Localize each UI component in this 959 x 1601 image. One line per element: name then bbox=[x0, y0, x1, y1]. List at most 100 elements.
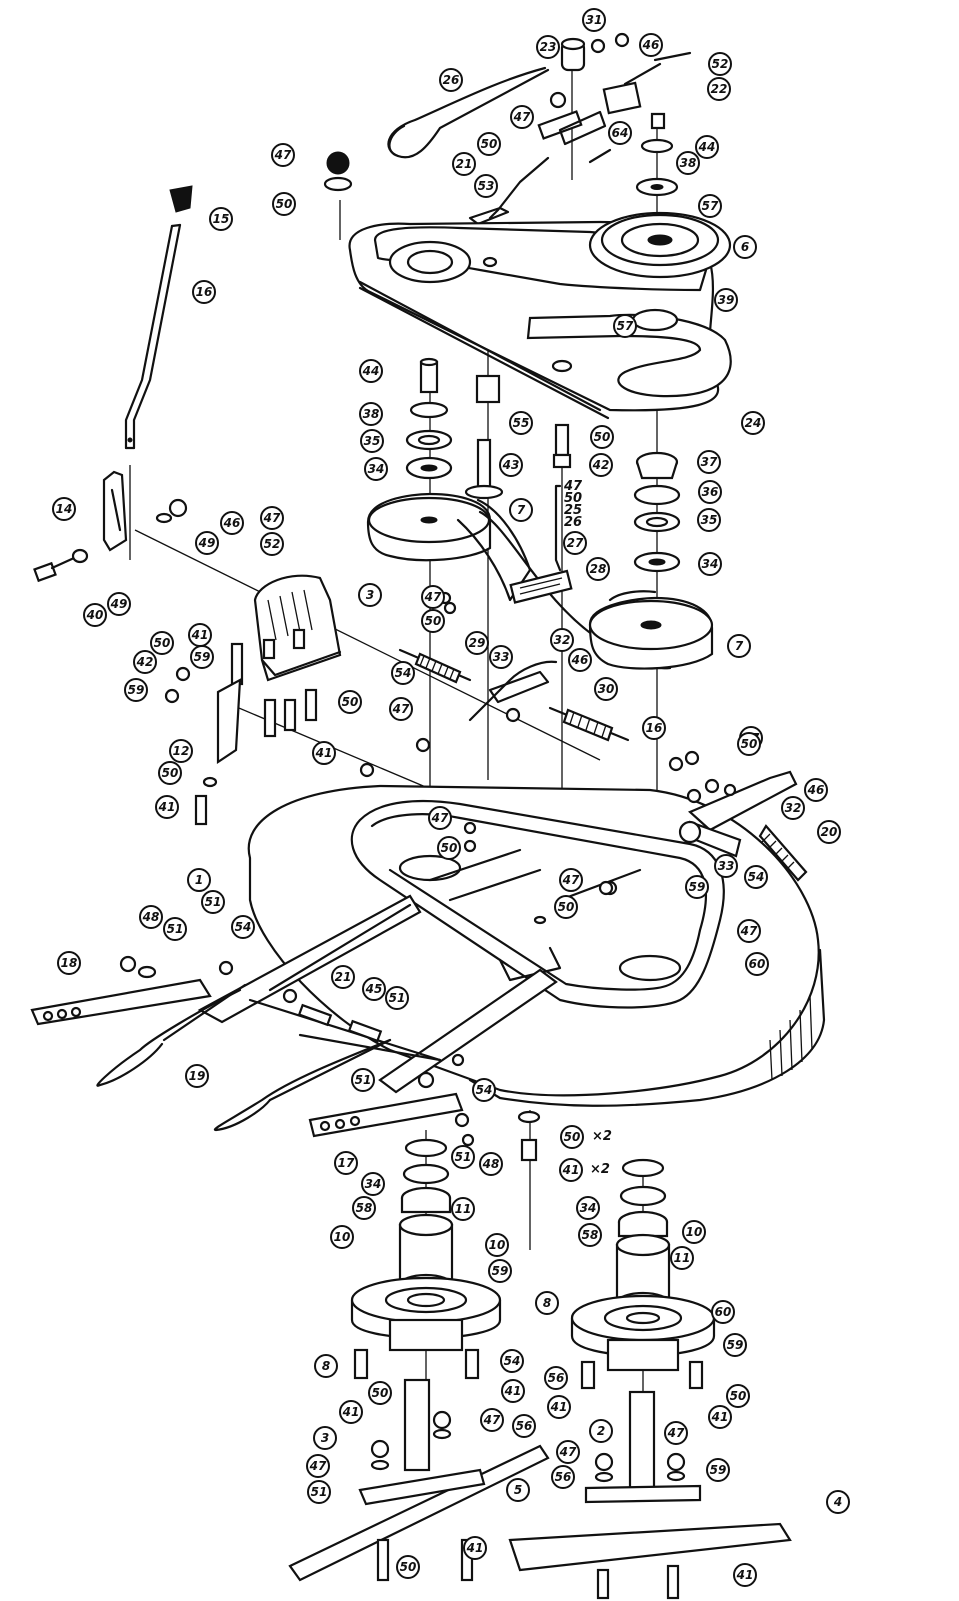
callout-circle bbox=[733, 1563, 757, 1587]
callout-label: 17 bbox=[338, 1156, 355, 1170]
callout-circle bbox=[589, 453, 613, 477]
callout-circle bbox=[563, 531, 587, 555]
callout-circle bbox=[697, 508, 721, 532]
callout-circle bbox=[544, 1366, 568, 1390]
callout-balloon: 34 bbox=[576, 1196, 600, 1220]
callout-circle bbox=[781, 796, 805, 820]
callout-circle bbox=[550, 628, 574, 652]
callout-balloon: 28 bbox=[586, 557, 610, 581]
callout-circle bbox=[697, 450, 721, 474]
callout-label: 46 bbox=[571, 653, 589, 667]
callout-balloon: 50 bbox=[590, 425, 614, 449]
callout-circle bbox=[695, 135, 719, 159]
callout-label: 50 bbox=[441, 841, 458, 855]
callout-balloon: 56 bbox=[544, 1366, 568, 1390]
callout-label: 49 bbox=[198, 536, 216, 550]
callout-label: 36 bbox=[702, 485, 719, 499]
callout-circle bbox=[331, 965, 355, 989]
callout-balloon: 47 bbox=[480, 1408, 504, 1432]
callout-label: 16 bbox=[196, 285, 213, 299]
callout-balloon: 41 bbox=[312, 741, 336, 765]
callout-circle bbox=[733, 235, 757, 259]
callout-balloon: 50 bbox=[150, 631, 174, 655]
callout-circle bbox=[480, 1408, 504, 1432]
callout-label: 4 bbox=[833, 1495, 842, 1509]
callout-balloon: 54 bbox=[472, 1078, 496, 1102]
callout-label: 59 bbox=[689, 880, 706, 894]
callout-label: 37 bbox=[701, 455, 718, 469]
callout-circle bbox=[452, 152, 476, 176]
callout-circle bbox=[260, 506, 284, 530]
hitch-and-cables bbox=[30, 894, 558, 1147]
callout-circle bbox=[313, 1426, 337, 1450]
callout-label: 41 bbox=[562, 1163, 580, 1177]
callout-balloon: 43 bbox=[499, 453, 523, 477]
callout-label: 27 bbox=[567, 536, 584, 550]
callout-label: 54 bbox=[504, 1354, 521, 1368]
callout-circle bbox=[547, 1395, 571, 1419]
callout-balloon: 50 bbox=[421, 609, 445, 633]
callout-label: 57 bbox=[702, 199, 719, 213]
callout-label: 50 bbox=[481, 137, 498, 151]
callout-balloon: 2 bbox=[589, 1419, 613, 1443]
callout-circle bbox=[339, 1400, 363, 1424]
callout-label: 38 bbox=[680, 156, 697, 170]
callout-label: 41 bbox=[466, 1541, 484, 1555]
callout-label: 50 bbox=[425, 614, 442, 628]
callout-label: 58 bbox=[356, 1201, 373, 1215]
callout-balloon: 16 bbox=[642, 716, 666, 740]
callout-balloon: 35 bbox=[360, 429, 384, 453]
callout-balloon: 3 bbox=[313, 1426, 337, 1450]
callout-balloon: 30 bbox=[594, 677, 618, 701]
callout-label: 50 bbox=[162, 766, 179, 780]
callout-circle bbox=[220, 511, 244, 535]
callout-balloon: 41 bbox=[188, 623, 212, 647]
right-spindle-assembly bbox=[508, 1110, 792, 1600]
callout-balloon: 41 bbox=[155, 795, 179, 819]
callout-balloon: 50 bbox=[554, 895, 578, 919]
callout-label: 47 bbox=[562, 873, 580, 887]
callout-balloon: 55 bbox=[509, 411, 533, 435]
callout-balloon: 47 bbox=[737, 919, 761, 943]
callout-balloon: 7 bbox=[727, 634, 751, 658]
callout-balloon: 59 bbox=[124, 678, 148, 702]
callout-circle bbox=[158, 761, 182, 785]
callout-label: 50 bbox=[558, 900, 575, 914]
callout-circle bbox=[83, 603, 107, 627]
callout-circle bbox=[586, 557, 610, 581]
callout-label: 29 bbox=[469, 636, 486, 650]
callout-circle bbox=[698, 194, 722, 218]
callout-balloon: 8 bbox=[314, 1354, 338, 1378]
callout-circle bbox=[474, 174, 498, 198]
callout-circle bbox=[489, 645, 513, 669]
callout-circle bbox=[163, 917, 187, 941]
callout-balloon: 41 bbox=[559, 1158, 583, 1182]
callout-circle bbox=[439, 68, 463, 92]
callout-balloon: 12 bbox=[169, 739, 193, 763]
callout-label: 47 bbox=[740, 924, 758, 938]
callout-label: 26 bbox=[443, 73, 460, 87]
callout-label: 41 bbox=[504, 1384, 522, 1398]
callout-balloon: 21 bbox=[452, 152, 476, 176]
callout-balloon: 37 bbox=[697, 450, 721, 474]
callout-circle bbox=[642, 716, 666, 740]
callout-label: 34 bbox=[580, 1201, 597, 1215]
callout-label: 7 bbox=[517, 503, 526, 517]
callout-label: 23 bbox=[540, 40, 557, 54]
callout-balloon: 59 bbox=[488, 1259, 512, 1283]
callout-circle bbox=[52, 497, 76, 521]
callout-circle bbox=[737, 732, 761, 756]
callout-balloon: 34 bbox=[364, 457, 388, 481]
callout-label: 10 bbox=[489, 1238, 506, 1252]
callout-circle bbox=[488, 1259, 512, 1283]
callout-circle bbox=[536, 35, 560, 59]
callout-balloon: 47 bbox=[306, 1454, 330, 1478]
callout-label: 11 bbox=[674, 1251, 691, 1265]
callout-circle bbox=[133, 650, 157, 674]
callout-label: 59 bbox=[492, 1264, 509, 1278]
callout-circle bbox=[209, 207, 233, 231]
callout-balloon: 47 bbox=[389, 697, 413, 721]
callout-balloon: 51 bbox=[201, 890, 225, 914]
callout-label: 47 bbox=[513, 110, 531, 124]
